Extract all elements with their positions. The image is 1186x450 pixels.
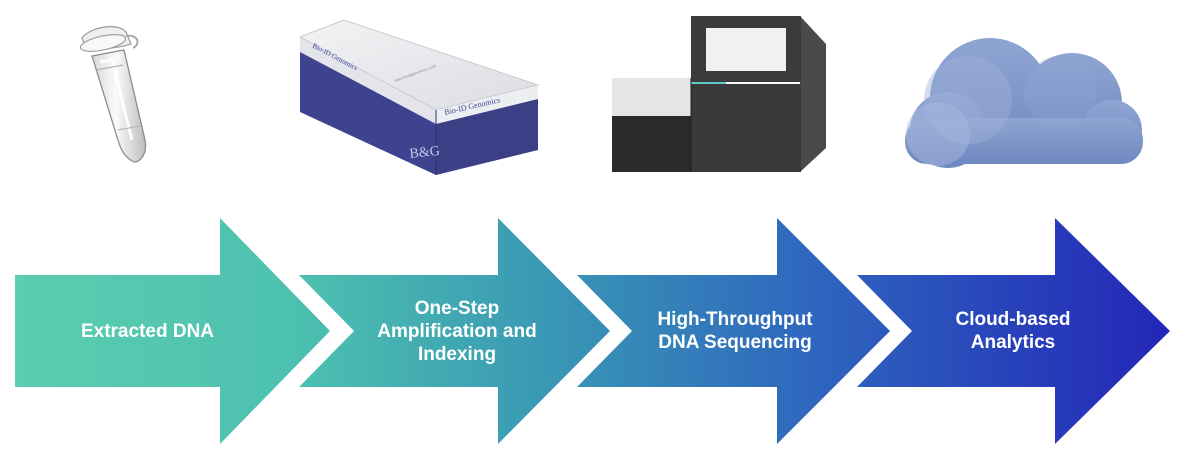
arrow-row — [15, 218, 1170, 444]
arrow-step-1 — [15, 218, 330, 444]
kit-box-icon: Bio-ID Genomics Bio-ID Genomics www.bioi… — [298, 19, 540, 175]
step-label-amplification: One-Step Amplification and Indexing — [377, 297, 537, 365]
box-monogram: B&G — [409, 144, 441, 162]
tube-icon — [79, 26, 147, 163]
cloud-icon — [905, 38, 1143, 168]
sequencer-icon — [612, 16, 826, 172]
arrow-step-4 — [857, 218, 1170, 444]
step-label-analytics: Cloud-based Analytics — [955, 309, 1071, 353]
step-label-extracted-dna: Extracted DNA — [80, 320, 215, 342]
step-label-sequencing: High-Throughput DNA Sequencing — [657, 309, 813, 353]
arrow-step-2 — [299, 218, 610, 444]
arrow-step-3 — [577, 218, 890, 444]
